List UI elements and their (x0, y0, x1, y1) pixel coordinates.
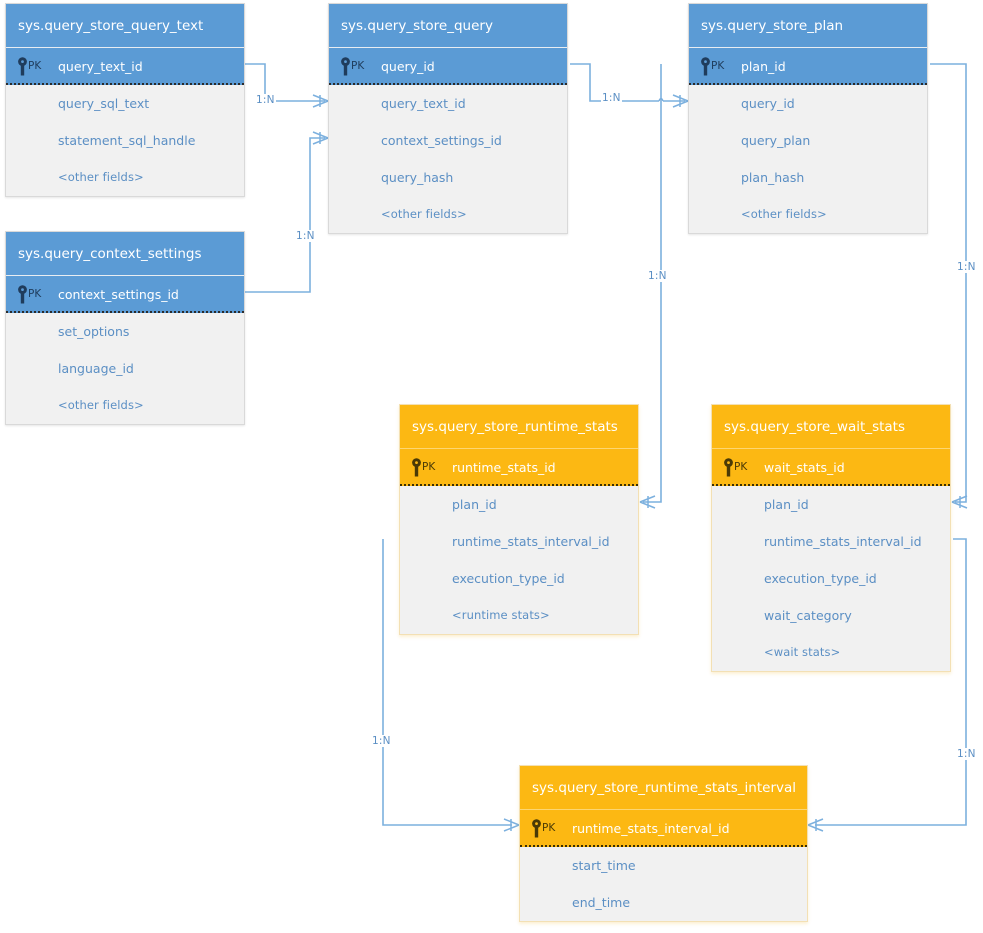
field-row: <runtime stats> (452, 608, 550, 622)
pk-tag: PK (28, 60, 42, 72)
field-row: query_hash (381, 170, 454, 185)
field-row: query_plan (741, 133, 811, 148)
pk-tag: PK (422, 461, 436, 473)
entity-primary-key-row[interactable]: PK query_id (329, 48, 567, 85)
field-row: runtime_stats_interval_id (764, 534, 922, 549)
entity-primary-key-row[interactable]: PK runtime_stats_interval_id (520, 810, 807, 847)
field-row: execution_type_id (452, 571, 565, 586)
field-row: <other fields> (58, 398, 144, 412)
field-row: query_text_id (381, 96, 466, 111)
cardinality-label-r4: 1:N (647, 270, 668, 282)
field-row: context_settings_id (381, 133, 502, 148)
cardinality-label-r7: 1:N (956, 748, 977, 760)
field-row: <other fields> (58, 170, 144, 184)
field-row: query_id (741, 96, 795, 111)
entity-title: sys.query_context_settings (6, 232, 244, 276)
key-icon (341, 57, 350, 76)
pk-tag: PK (711, 60, 725, 72)
entity-query-store-plan[interactable]: sys.query_store_plan PK plan_id query_id… (688, 3, 928, 234)
field-row: plan_hash (741, 170, 805, 185)
field-row: start_time (572, 858, 636, 873)
entity-title: sys.query_store_runtime_stats_interval (520, 766, 807, 810)
pk-field-name: query_id (381, 59, 435, 74)
entity-primary-key-row[interactable]: PK context_settings_id (6, 276, 244, 313)
field-row: statement_sql_handle (58, 133, 196, 148)
entity-query-store-runtime-stats[interactable]: sys.query_store_runtime_stats PK runtime… (399, 404, 639, 635)
entity-fields: query_text_id context_settings_id query_… (329, 85, 567, 233)
entity-fields: query_sql_text statement_sql_handle <oth… (6, 85, 244, 196)
entity-fields: plan_id runtime_stats_interval_id execut… (712, 486, 950, 671)
field-row: end_time (572, 895, 631, 910)
entity-title: sys.query_store_wait_stats (712, 405, 950, 449)
field-row: <other fields> (741, 207, 827, 221)
entity-fields: query_id query_plan plan_hash <other fie… (689, 85, 927, 233)
pk-field-name: plan_id (741, 59, 786, 74)
relationship-plan-to-runtime-stats (639, 64, 662, 509)
relationship-query-to-plan (570, 63, 689, 108)
cardinality-label-r6: 1:N (371, 735, 392, 747)
field-row: <wait stats> (764, 645, 841, 659)
entity-title: sys.query_store_plan (689, 4, 927, 48)
field-row: language_id (58, 361, 134, 376)
entity-primary-key-row[interactable]: PK query_text_id (6, 48, 244, 85)
cardinality-label-r1: 1:N (255, 94, 276, 106)
pk-tag: PK (351, 60, 365, 72)
pk-field-name: runtime_stats_id (452, 460, 556, 475)
pk-field-name: runtime_stats_interval_id (572, 821, 730, 836)
pk-tag: PK (734, 461, 748, 473)
pk-field-name: wait_stats_id (764, 460, 845, 475)
pk-field-name: query_text_id (58, 59, 143, 74)
field-row: plan_id (452, 497, 497, 512)
cardinality-label-r2: 1:N (295, 230, 316, 242)
pk-field-name: context_settings_id (58, 287, 179, 302)
entity-primary-key-row[interactable]: PK plan_id (689, 48, 927, 85)
entity-query-store-query-text[interactable]: sys.query_store_query_text PK query_text… (5, 3, 245, 197)
field-row: wait_category (764, 608, 852, 623)
field-row: <other fields> (381, 207, 467, 221)
entity-primary-key-row[interactable]: PK runtime_stats_id (400, 449, 638, 486)
entity-fields: plan_id runtime_stats_interval_id execut… (400, 486, 638, 634)
key-icon (412, 458, 421, 477)
key-icon (18, 285, 27, 304)
field-row: query_sql_text (58, 96, 150, 111)
cardinality-label-r3: 1:N (601, 92, 622, 104)
key-icon (724, 458, 733, 477)
entity-query-store-query[interactable]: sys.query_store_query PK query_id query_… (328, 3, 568, 234)
pk-tag: PK (28, 288, 42, 300)
key-icon (701, 57, 710, 76)
cardinality-label-r5: 1:N (956, 261, 977, 273)
field-row: execution_type_id (764, 571, 877, 586)
pk-tag: PK (542, 822, 556, 834)
key-icon (532, 819, 541, 838)
field-row: plan_id (764, 497, 809, 512)
entity-fields: set_options language_id <other fields> (6, 313, 244, 424)
relationship-context-settings-to-query (245, 131, 329, 293)
field-row: set_options (58, 324, 130, 339)
field-row: runtime_stats_interval_id (452, 534, 610, 549)
entity-title: sys.query_store_query_text (6, 4, 244, 48)
entity-query-context-settings[interactable]: sys.query_context_settings PK context_se… (5, 231, 245, 425)
entity-title: sys.query_store_runtime_stats (400, 405, 638, 449)
entity-title: sys.query_store_query (329, 4, 567, 48)
entity-fields: start_time end_time (520, 847, 807, 921)
entity-primary-key-row[interactable]: PK wait_stats_id (712, 449, 950, 486)
entity-query-store-runtime-stats-interval[interactable]: sys.query_store_runtime_stats_interval P… (519, 765, 808, 922)
entity-query-store-wait-stats[interactable]: sys.query_store_wait_stats PK wait_stats… (711, 404, 951, 672)
key-icon (18, 57, 27, 76)
